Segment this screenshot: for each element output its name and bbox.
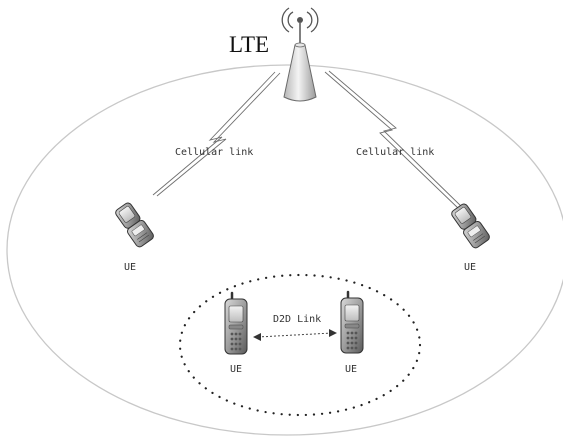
left-link-label: Cellular link <box>175 147 253 158</box>
cell-coverage-ellipse <box>6 64 563 436</box>
lte-label: LTE <box>229 32 269 57</box>
antenna-tower-icon <box>281 7 319 102</box>
d2d-cluster-ellipse <box>178 273 422 417</box>
ue-d2d-left-label: UE <box>230 364 242 375</box>
ue-left-label: UE <box>124 262 136 273</box>
flip-phone-icon <box>115 202 154 248</box>
d2d-link-arrow <box>253 329 337 341</box>
ue-d2d-right-label: UE <box>345 364 357 375</box>
d2d-link-label: D2D Link <box>273 314 321 325</box>
right-cellular-link <box>324 70 465 211</box>
right-link-label: Cellular link <box>356 147 434 158</box>
mobile-phone-icon <box>224 291 248 355</box>
flip-phone-icon <box>451 203 490 249</box>
left-cellular-link <box>152 71 281 197</box>
mobile-phone-icon <box>340 290 364 354</box>
ue-right-label: UE <box>464 262 476 273</box>
